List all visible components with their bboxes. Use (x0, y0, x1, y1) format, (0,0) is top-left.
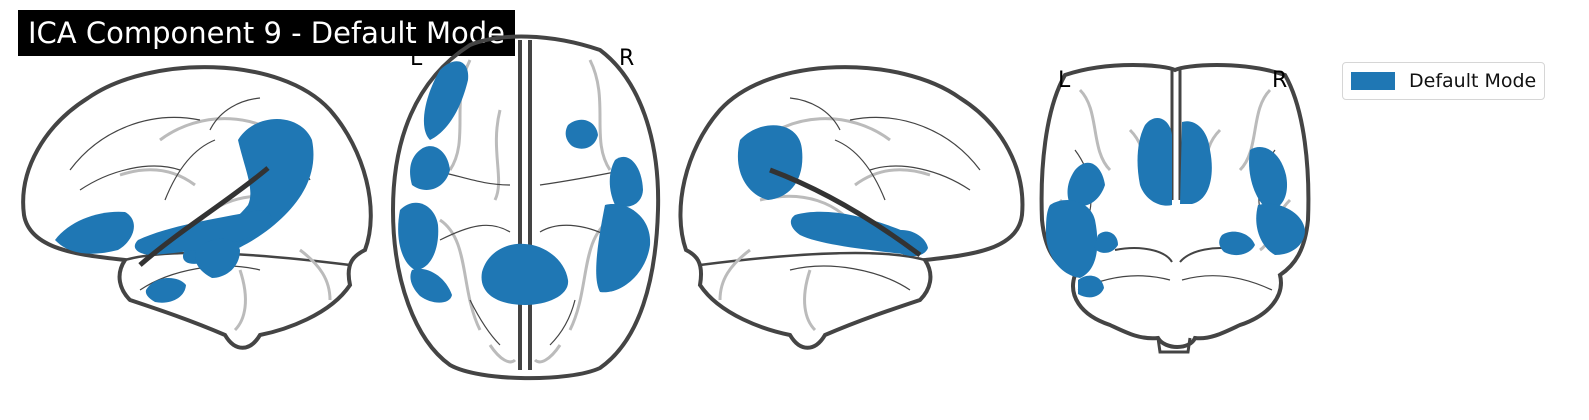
legend-swatch-default-mode (1351, 72, 1395, 90)
axial-outline (390, 34, 661, 381)
axial-left-label: L (410, 46, 423, 71)
sagittal-right-view (678, 65, 1025, 350)
figure-title: ICA Component 9 - Default Mode (18, 10, 515, 56)
sagittal-left-view (21, 65, 373, 350)
legend: Default Mode (1342, 62, 1546, 100)
coronal-right-label: R (1272, 68, 1288, 93)
coronal-view (1039, 63, 1311, 354)
sagittal-left-outline (21, 65, 373, 350)
coronal-left-label: L (1058, 68, 1071, 93)
axial-right-label: R (619, 46, 635, 71)
sagittal-right-outline (678, 65, 1025, 350)
axial-view (390, 34, 661, 381)
legend-label-default-mode: Default Mode (1409, 70, 1537, 92)
